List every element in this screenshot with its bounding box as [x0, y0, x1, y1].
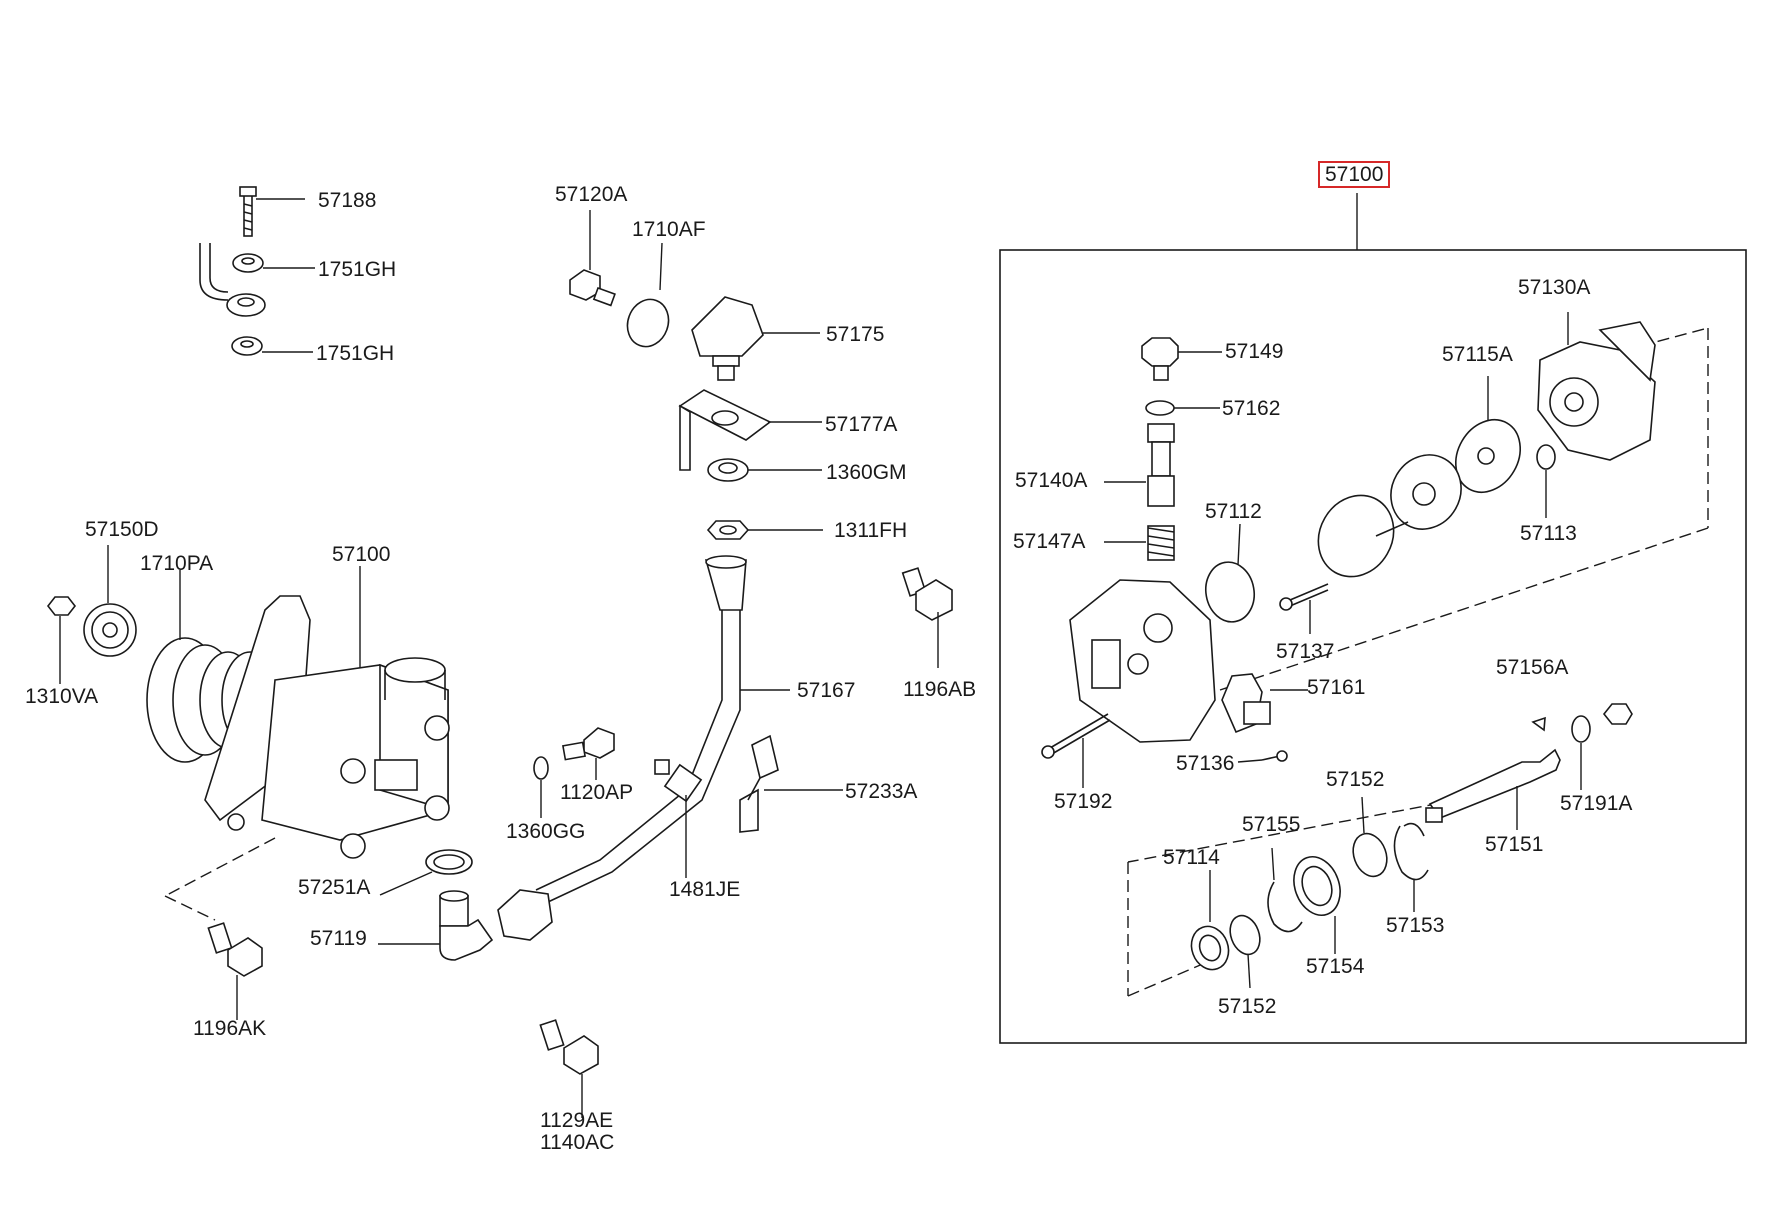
callout-1751gh-upper[interactable]: 1751GH [318, 258, 397, 281]
callout-57177a[interactable]: 57177A [825, 413, 898, 436]
hose-end-fitting [497, 889, 553, 941]
shaft-57151[interactable] [1425, 748, 1561, 823]
nut-57191a[interactable] [1602, 703, 1633, 725]
bolt-1120ap[interactable] [562, 727, 615, 761]
snapring-57155[interactable] [1267, 881, 1303, 933]
exploded-view-frame [999, 249, 1747, 1044]
pipe-eye-fitting [199, 243, 266, 317]
callout-57149[interactable]: 57149 [1225, 340, 1284, 363]
pump-body [1069, 579, 1216, 743]
callout-1120ap[interactable]: 1120AP [560, 781, 634, 804]
callout-1140ac[interactable]: 1140AC [540, 1131, 615, 1154]
callout-57152-upper[interactable]: 57152 [1326, 768, 1385, 791]
cover-57130a[interactable] [1537, 321, 1656, 461]
callout-57155[interactable]: 57155 [1242, 813, 1301, 836]
callout-1360gg[interactable]: 1360GG [506, 820, 586, 843]
bolt-57192[interactable] [1041, 713, 1111, 759]
callout-57154[interactable]: 57154 [1306, 955, 1365, 978]
bearing-57154[interactable] [1286, 850, 1348, 921]
screw-57136[interactable] [1261, 750, 1288, 762]
rotor-cam-ring[interactable] [1304, 442, 1475, 590]
callout-57120a[interactable]: 57120A [555, 183, 628, 206]
bolt-1196ab[interactable] [901, 567, 953, 621]
bolt-57120a[interactable] [569, 269, 616, 307]
callout-57137[interactable]: 57137 [1276, 640, 1335, 663]
screw-57149[interactable] [1141, 337, 1179, 381]
callout-57150d[interactable]: 57150D [85, 518, 159, 541]
oring-1710af[interactable] [621, 294, 675, 353]
callout-57153[interactable]: 57153 [1386, 914, 1445, 937]
callout-1710af[interactable]: 1710AF [632, 218, 706, 241]
callout-57251a[interactable]: 57251A [298, 876, 371, 899]
fitting-57161[interactable] [1221, 673, 1271, 734]
callout-57167[interactable]: 57167 [797, 679, 856, 702]
gear-57150d[interactable] [83, 603, 137, 657]
callout-57152-lower[interactable]: 57152 [1218, 995, 1277, 1018]
elbow-57119[interactable] [439, 890, 494, 961]
clamp-57233a[interactable] [739, 734, 779, 833]
oring-57112[interactable] [1201, 558, 1259, 625]
callout-57188[interactable]: 57188 [318, 189, 377, 212]
callout-57147a[interactable]: 57147A [1013, 530, 1086, 553]
callout-57114[interactable]: 57114 [1163, 846, 1220, 869]
callout-1196ab[interactable]: 1196AB [903, 678, 977, 701]
sleeve-1481je[interactable] [654, 759, 703, 803]
callout-57130a[interactable]: 57130A [1518, 276, 1591, 299]
callout-57100-left[interactable]: 57100 [332, 543, 391, 566]
washer-1751gh-upper[interactable] [232, 253, 264, 273]
plate-57115a[interactable] [1443, 408, 1533, 504]
callout-57192[interactable]: 57192 [1054, 790, 1113, 813]
screw-57137[interactable] [1279, 583, 1329, 611]
bolt-57188[interactable] [239, 186, 257, 237]
callout-57140a[interactable]: 57140A [1015, 469, 1088, 492]
washer-spacer [1571, 715, 1591, 743]
callout-57136[interactable]: 57136 [1176, 752, 1235, 775]
bolt-1196ak[interactable] [207, 922, 263, 977]
spring-57147a[interactable] [1147, 525, 1175, 561]
washer-1751gh-lower[interactable] [231, 336, 263, 356]
callout-1311fh[interactable]: 1311FH [834, 519, 908, 542]
callout-57151[interactable]: 57151 [1485, 833, 1544, 856]
callout-1710pa[interactable]: 1710PA [140, 552, 214, 575]
snapring-57153[interactable] [1393, 822, 1429, 881]
callout-57115a[interactable]: 57115A [1442, 343, 1513, 366]
callout-57100-highlighted[interactable]: 57100 [1318, 161, 1391, 188]
callout-57233a[interactable]: 57233A [845, 780, 918, 803]
callout-1196ak[interactable]: 1196AK [193, 1017, 267, 1040]
snapring-57152-lower[interactable] [1225, 911, 1265, 958]
callout-1129ae[interactable]: 1129AE [540, 1109, 614, 1132]
nut-1310va[interactable] [46, 596, 77, 616]
callout-57161[interactable]: 57161 [1307, 676, 1366, 699]
snapring-57152-upper[interactable] [1347, 829, 1392, 881]
callout-57175[interactable]: 57175 [826, 323, 885, 346]
callout-1310va[interactable]: 1310VA [25, 685, 99, 708]
seal-57114[interactable] [1186, 921, 1235, 975]
callout-57119[interactable]: 57119 [310, 927, 367, 950]
callout-1360gm[interactable]: 1360GM [826, 461, 907, 484]
callout-57156a[interactable]: 57156A [1496, 656, 1569, 679]
gasket-57251a[interactable] [425, 849, 473, 875]
bolt-1129ae[interactable] [539, 1019, 599, 1075]
callout-1481je[interactable]: 1481JE [669, 878, 741, 901]
callout-57191a[interactable]: 57191A [1560, 792, 1633, 815]
pump-assembly-57100[interactable] [204, 595, 450, 859]
washer-1360gg[interactable] [533, 756, 549, 780]
callout-57162[interactable]: 57162 [1222, 397, 1281, 420]
cap-57175[interactable] [691, 296, 764, 381]
key-57156a[interactable] [1531, 716, 1546, 732]
callout-57112[interactable]: 57112 [1205, 500, 1262, 523]
valve-57140a[interactable] [1147, 423, 1175, 507]
callout-57113[interactable]: 57113 [1520, 522, 1577, 545]
oring-57113[interactable] [1536, 444, 1556, 470]
callout-1751gh-lower[interactable]: 1751GH [316, 342, 395, 365]
